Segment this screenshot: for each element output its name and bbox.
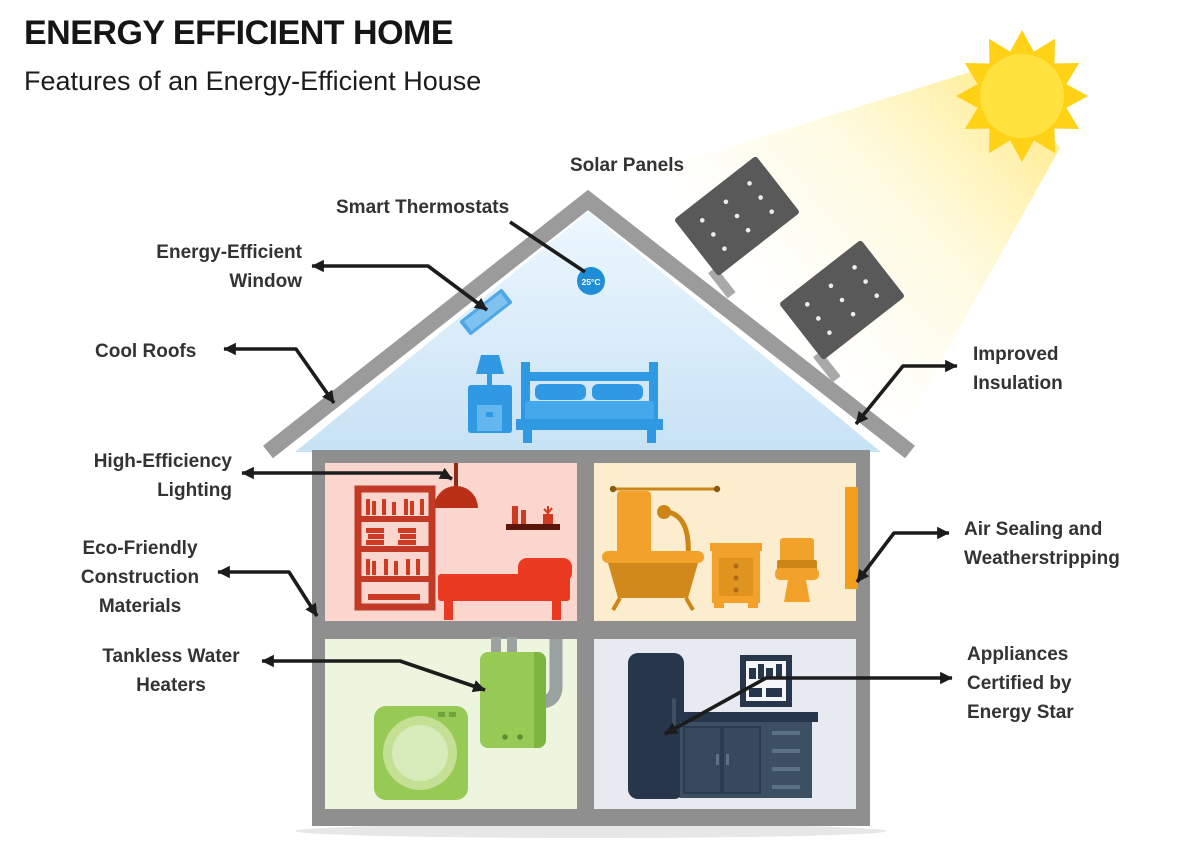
bed-icon <box>516 362 663 443</box>
label-solar-panels: Solar Panels <box>570 155 685 176</box>
label-air-sealing: Air Sealing and Weatherstripping <box>964 519 1120 569</box>
solar-panel-icon <box>675 156 904 383</box>
thermostat-temp: 25°C <box>582 277 601 287</box>
label-energy-efficient-window: Energy-Efficient Window <box>156 242 302 292</box>
roof <box>263 189 915 459</box>
nightstand-lamp-icon <box>468 355 512 433</box>
connector-tankless <box>261 654 486 693</box>
connector-improved-insulation <box>854 359 958 426</box>
label-improved-insulation: Improved Insulation <box>973 344 1063 394</box>
page-title: ENERGY EFFICIENT HOME <box>24 14 454 52</box>
weatherstrip-icon <box>845 487 858 589</box>
label-high-efficiency-lighting: High-Efficiency Lighting <box>93 451 232 501</box>
connector-appliances <box>664 671 953 736</box>
skylight-window-icon <box>459 289 513 335</box>
pendant-lamp-icon <box>434 463 478 508</box>
bathroom-cabinet-icon <box>710 543 762 608</box>
kitchen-counter-icon <box>676 712 818 798</box>
label-eco-friendly-construction: Eco-Friendly Construction Materials <box>80 538 200 617</box>
connector-cool-roofs <box>223 342 336 405</box>
label-cool-roofs: Cool Roofs <box>95 341 197 362</box>
house-shadow <box>295 824 887 838</box>
connector-high-efficiency-lighting <box>241 466 453 481</box>
label-tankless-water-heaters: Tankless Water Heaters <box>102 646 240 696</box>
connector-energy-efficient-window <box>311 259 489 312</box>
connectors <box>217 220 958 736</box>
page-subtitle: Features of an Energy-Efficient House <box>24 66 482 96</box>
sun-icon <box>956 30 1088 162</box>
tankless-heater-icon <box>480 652 546 748</box>
wall-shelf-icon <box>506 506 560 530</box>
attic-room <box>295 212 881 452</box>
label-appliances-energy-star: Appliances Certified by Energy Star <box>967 644 1074 723</box>
washing-machine-icon <box>374 706 468 800</box>
connector-eco-friendly <box>217 565 319 617</box>
connector-smart-thermostats <box>509 220 586 274</box>
toilet-icon <box>775 538 819 602</box>
label-smart-thermostats: Smart Thermostats <box>336 197 510 218</box>
thermostat-icon: 25°C <box>577 267 605 295</box>
bookshelf-icon <box>354 485 436 611</box>
wall-cupboard-icon <box>740 655 792 707</box>
daybed-icon <box>438 558 572 620</box>
connector-air-sealing <box>855 526 950 584</box>
bathtub-icon <box>602 505 704 612</box>
refrigerator-icon <box>628 653 684 799</box>
